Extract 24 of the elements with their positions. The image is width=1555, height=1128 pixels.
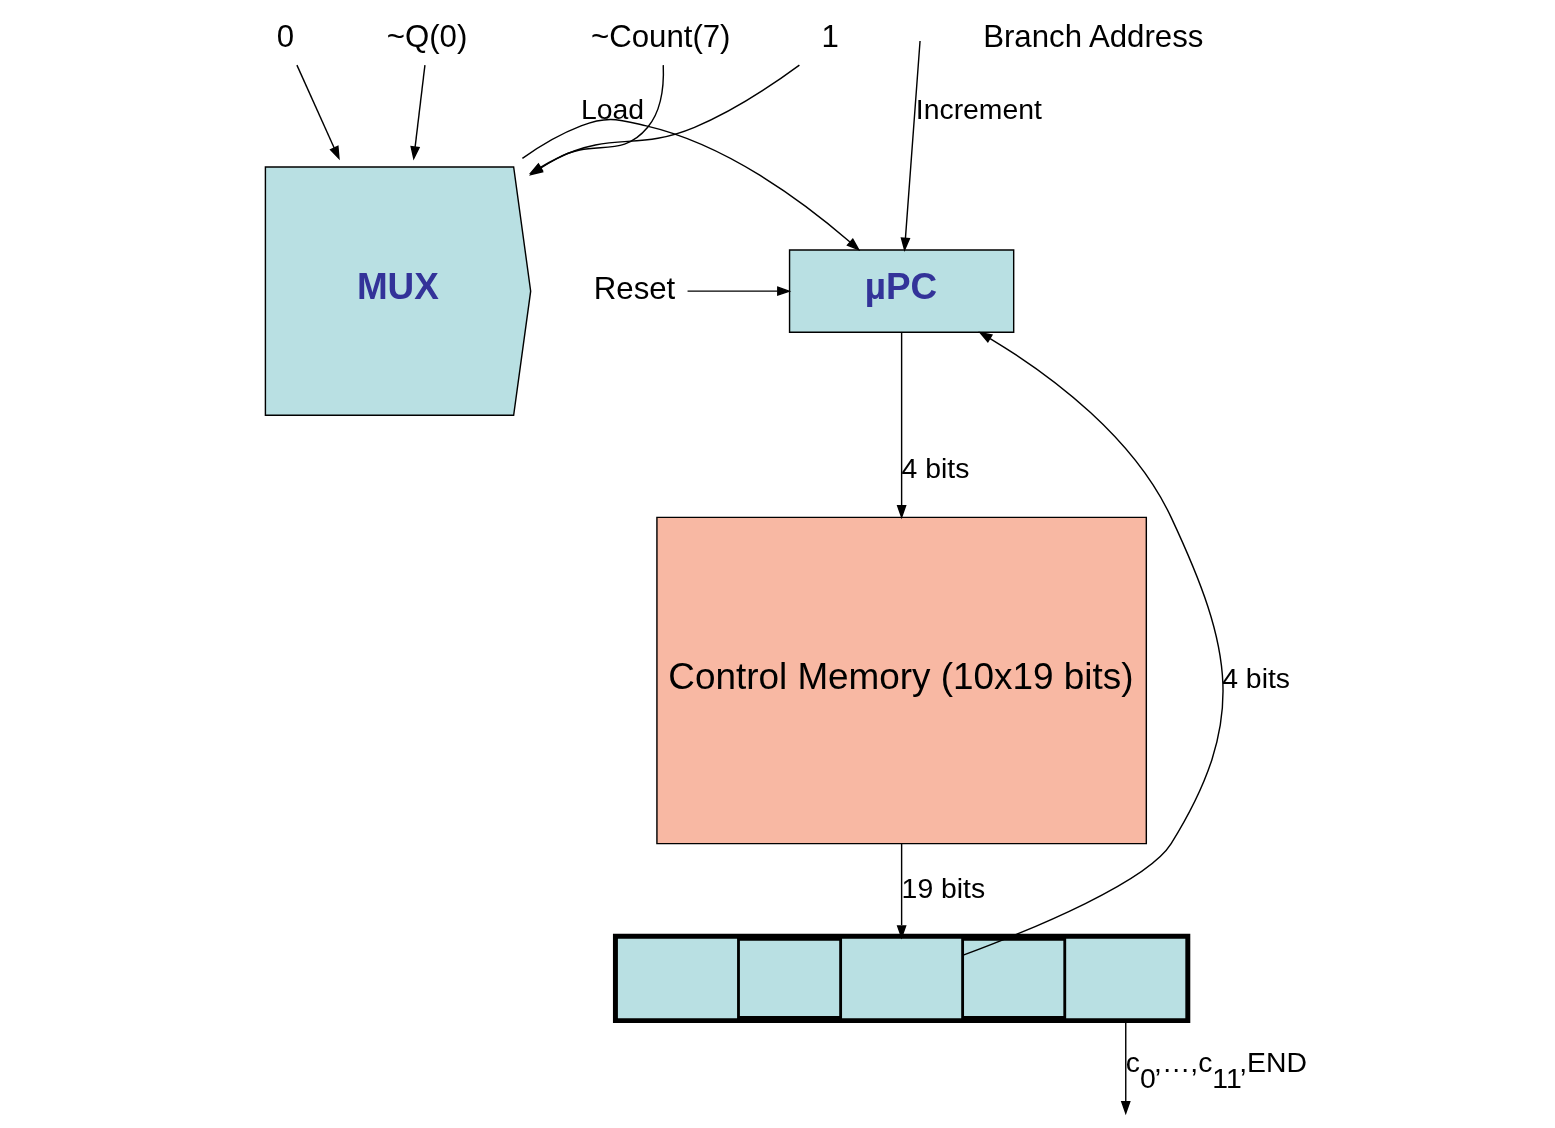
node-text: Reset — [593, 271, 676, 307]
node-box — [839, 935, 965, 1021]
arrow — [896, 331, 907, 520]
edge-label: Load — [581, 92, 645, 125]
node-text: ~Count(7) — [590, 19, 731, 55]
arrow — [521, 118, 861, 252]
arrow — [296, 64, 340, 161]
node-box — [1063, 935, 1189, 1021]
arrow — [410, 64, 426, 161]
node-text: ~Q(0) — [386, 19, 468, 55]
arrow — [900, 40, 921, 252]
node-text: 0 — [276, 19, 295, 55]
edge-label: 4 bits — [1222, 661, 1291, 694]
edge-label: 19 bits — [901, 871, 986, 904]
edge-label: Increment — [915, 92, 1042, 125]
arrow — [962, 331, 1224, 956]
node-text: 1 — [821, 19, 839, 55]
arrow — [896, 843, 907, 940]
label: Branch Address — [983, 19, 1204, 55]
node-box: µPC — [788, 249, 1015, 333]
arrow — [686, 286, 792, 297]
node-box: Control Memory (10x19 bits) — [656, 516, 1148, 845]
edge-label: 4 bits — [901, 451, 970, 484]
node-box — [615, 935, 740, 1021]
